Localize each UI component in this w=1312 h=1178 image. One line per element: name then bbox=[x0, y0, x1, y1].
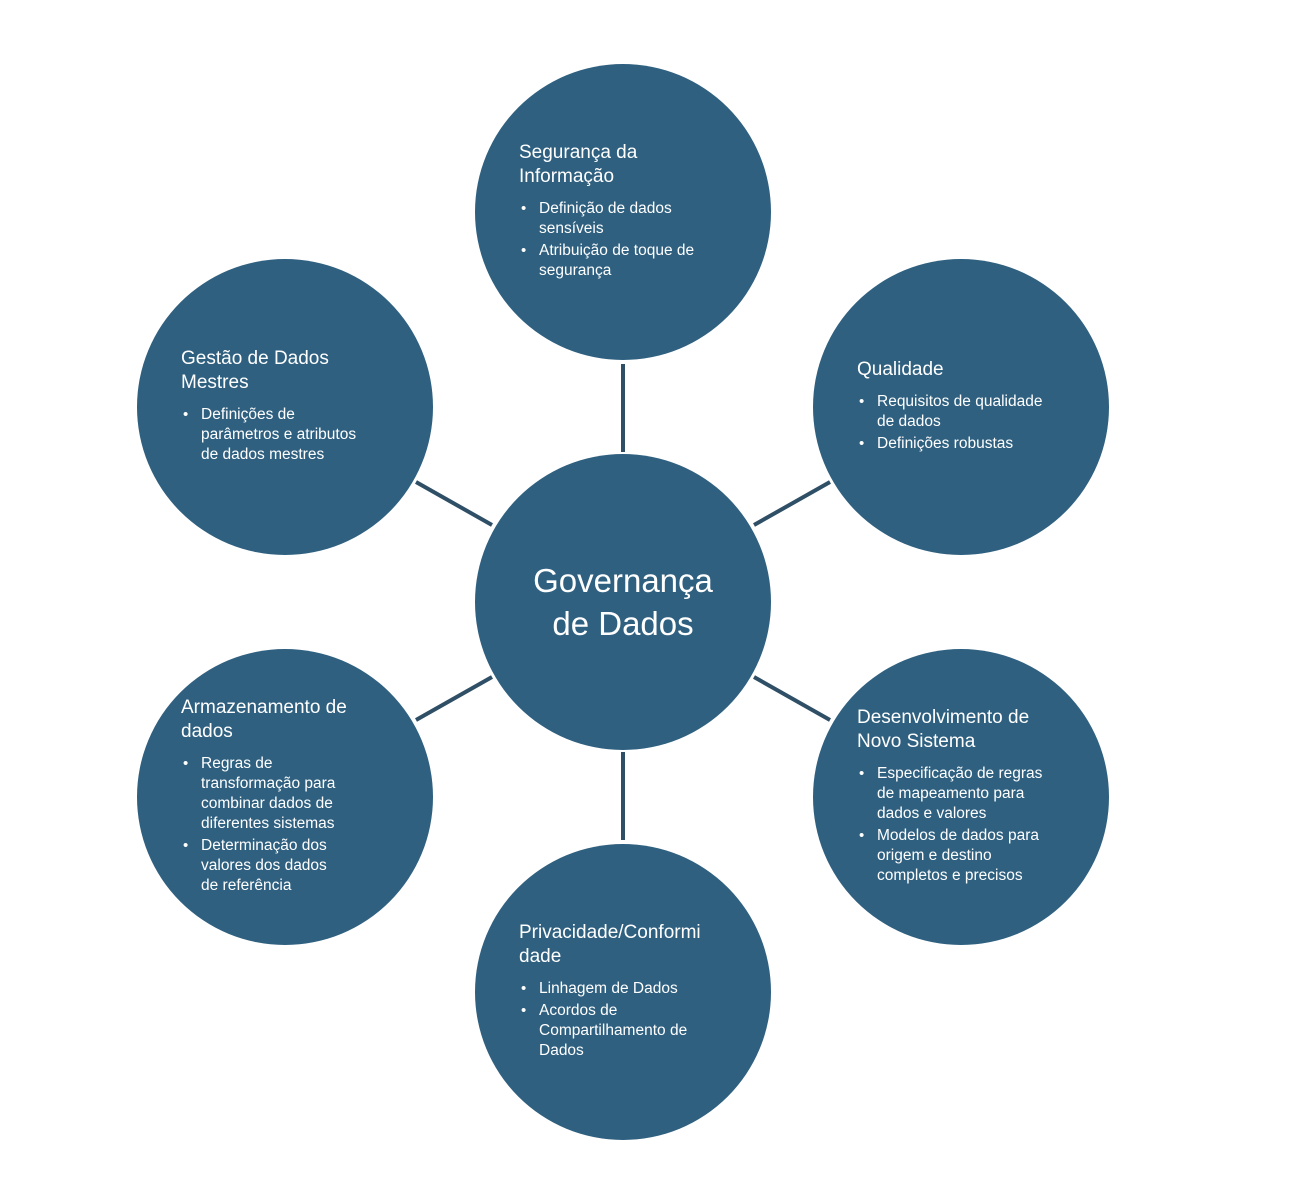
connector-bottom-right bbox=[753, 675, 831, 722]
bullet-icon: • bbox=[521, 980, 527, 997]
connector-top-left bbox=[415, 480, 493, 527]
node-title: Desenvolvimento de Novo Sistema bbox=[857, 707, 1030, 752]
list-item: • Acordos de Compartilhamento de Dados bbox=[521, 1002, 688, 1059]
node-title: Privacidade/Conformi dade bbox=[519, 922, 701, 967]
bullet-list: • Especificação de regras de mapeamento … bbox=[857, 764, 1069, 888]
node-title: Armazenamento de dados bbox=[181, 697, 347, 742]
bullet-icon: • bbox=[183, 837, 189, 854]
list-item: • Regras de transformação para combinar … bbox=[183, 755, 336, 832]
bullet-icon: • bbox=[521, 1002, 527, 1019]
node-title: Qualidade bbox=[857, 359, 944, 380]
list-item: • Definições robustas bbox=[859, 435, 1014, 452]
bullet-list: • Definição de dados sensíveis • Atribui… bbox=[519, 199, 731, 283]
node-title: Gestão de Dados Mestres bbox=[181, 348, 329, 393]
list-item: • Especificação de regras de mapeamento … bbox=[859, 765, 1043, 822]
list-item: • Requisitos de qualidade de dados bbox=[859, 393, 1043, 430]
node-armazenamento: Armazenamento de dados • Regras de trans… bbox=[137, 649, 433, 945]
list-item: • Modelos de dados para origem e destino… bbox=[859, 827, 1040, 884]
bullet-icon: • bbox=[183, 406, 189, 423]
list-item: • Linhagem de Dados bbox=[521, 980, 678, 997]
list-item: • Definição de dados sensíveis bbox=[521, 200, 672, 237]
bullet-icon: • bbox=[521, 242, 527, 259]
bullet-icon: • bbox=[859, 765, 865, 782]
node-seguranca: Segurança da Informação • Definição de d… bbox=[475, 64, 771, 360]
center-title-line1: Governança bbox=[533, 562, 713, 599]
bullet-list: • Linhagem de Dados • Acordos de Compart… bbox=[519, 979, 731, 1063]
node-gestao: Gestão de Dados Mestres • Definições de … bbox=[137, 259, 433, 555]
bullet-list: • Definições de parâmetros e atributos d… bbox=[181, 405, 393, 467]
center-title-line2: de Dados bbox=[552, 605, 694, 642]
bullet-list: • Requisitos de qualidade de dados • Def… bbox=[857, 392, 1069, 456]
node-desenvolvimento: Desenvolvimento de Novo Sistema • Especi… bbox=[813, 649, 1109, 945]
node-title: Segurança da Informação bbox=[519, 142, 638, 187]
list-item: • Atribuição de toque de segurança bbox=[521, 242, 695, 279]
bullet-icon: • bbox=[859, 827, 865, 844]
connector-top-right bbox=[753, 480, 831, 527]
bullet-icon: • bbox=[183, 755, 189, 772]
bullet-icon: • bbox=[521, 200, 527, 217]
list-item: • Definições de parâmetros e atributos d… bbox=[183, 406, 357, 463]
center-circle: Governança de Dados bbox=[475, 454, 771, 750]
bullet-icon: • bbox=[859, 393, 865, 410]
connector-bottom-left bbox=[415, 675, 493, 722]
bullet-icon: • bbox=[859, 435, 865, 452]
bullet-list: • Regras de transformação para combinar … bbox=[181, 754, 393, 898]
list-item: • Determinação dos valores dos dados de … bbox=[183, 837, 327, 894]
node-qualidade: Qualidade • Requisitos de qualidade de d… bbox=[813, 259, 1109, 555]
node-privacidade: Privacidade/Conformi dade • Linhagem de … bbox=[475, 844, 771, 1140]
